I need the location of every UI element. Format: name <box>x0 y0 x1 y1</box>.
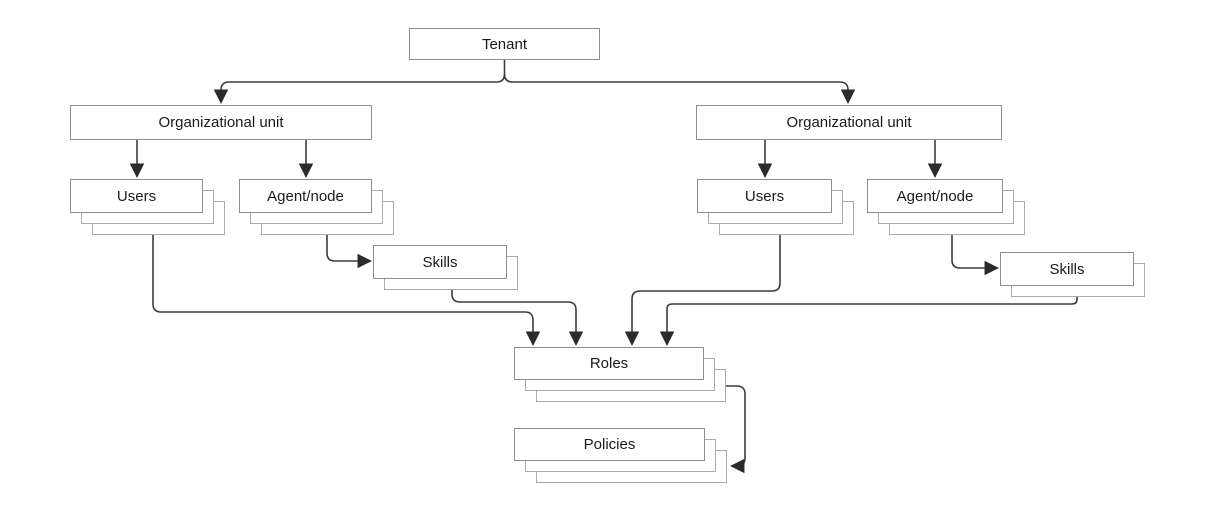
edge-tenant-org-unit-left <box>213 60 506 104</box>
node-skills-left: Skills <box>373 245 518 290</box>
node-agent-node-right-label: Agent/node <box>867 179 1003 213</box>
node-tenant: Tenant <box>409 28 600 60</box>
node-policies: Policies <box>514 428 727 483</box>
node-agent-node-left: Agent/node <box>239 179 394 235</box>
edge-agent-node-right-skills-right <box>951 234 999 276</box>
node-skills-right: Skills <box>1000 252 1145 297</box>
node-users-left: Users <box>70 179 225 235</box>
node-org-unit-left: Organizational unit <box>70 105 372 140</box>
node-agent-node-left-label: Agent/node <box>239 179 372 213</box>
edge-agent-node-left-skills-left <box>326 234 372 269</box>
node-tenant-label: Tenant <box>409 28 600 60</box>
node-users-left-label: Users <box>70 179 203 213</box>
node-agent-node-right: Agent/node <box>867 179 1025 235</box>
node-roles-label: Roles <box>514 347 704 380</box>
node-roles: Roles <box>514 347 726 402</box>
node-users-right-label: Users <box>697 179 832 213</box>
edge-skills-left-roles <box>451 290 584 346</box>
node-skills-right-label: Skills <box>1000 252 1134 286</box>
edge-roles-policies <box>726 385 746 474</box>
edge-tenant-org-unit-right <box>503 73 856 104</box>
edge-users-left-roles <box>152 234 541 346</box>
node-org-unit-left-label: Organizational unit <box>70 105 372 140</box>
node-users-right: Users <box>697 179 854 235</box>
node-skills-left-label: Skills <box>373 245 507 279</box>
edge-skills-right-roles <box>659 297 1078 346</box>
edge-users-right-roles <box>624 234 781 346</box>
node-org-unit-right-label: Organizational unit <box>696 105 1002 140</box>
node-policies-label: Policies <box>514 428 705 461</box>
node-org-unit-right: Organizational unit <box>696 105 1002 140</box>
